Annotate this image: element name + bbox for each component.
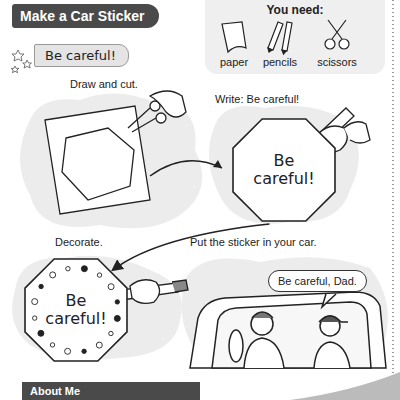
- doodle: [38, 330, 44, 336]
- stars: [11, 50, 31, 73]
- supply-label: pencils: [263, 56, 297, 68]
- node-text: Make a Car Sticker: [20, 8, 145, 24]
- clouds: [12, 94, 388, 369]
- doodle: [115, 300, 119, 304]
- perforation: [392, 0, 394, 375]
- doodle: [32, 299, 38, 305]
- node-text: Be careful!: [45, 48, 116, 63]
- instruction-text: Draw and cut.: [70, 78, 138, 90]
- node-text: You need:: [205, 0, 385, 17]
- octagon-shape: [233, 119, 335, 221]
- doodle: [109, 331, 113, 335]
- decorated-sticker: Be careful!: [24, 258, 128, 362]
- doodle: [50, 343, 54, 347]
- doodle: [39, 284, 43, 288]
- step-arrow: [150, 161, 222, 176]
- arrow-head: [213, 160, 222, 168]
- doodle: [82, 349, 86, 353]
- instruction-text: Decorate.: [55, 236, 103, 248]
- title-banner: Make a Car Sticker: [12, 4, 159, 28]
- sticker-octagon: Be careful!: [232, 118, 336, 222]
- page-curl: [290, 372, 400, 400]
- doodle: [108, 284, 114, 290]
- doodle: [66, 267, 70, 271]
- speech-bubble: Be careful, Dad.: [268, 270, 367, 292]
- doodle: [114, 315, 120, 321]
- car: [190, 292, 386, 368]
- doodle: [97, 273, 101, 277]
- octagon-shape: [25, 259, 127, 361]
- instruction-text: Put the sticker in your car.: [190, 236, 317, 248]
- doodle: [65, 348, 71, 354]
- subtitle-banner: Be careful!: [34, 44, 129, 67]
- section-bar: About Me: [22, 382, 200, 400]
- doodle: [33, 316, 37, 320]
- doodle: [50, 272, 56, 278]
- doodle: [81, 266, 87, 272]
- node-text: Be careful!: [44, 292, 108, 329]
- supply-label: paper: [220, 56, 248, 68]
- instruction-text: Write: Be careful!: [215, 93, 299, 105]
- doodle: [96, 342, 102, 348]
- node-text: Be careful!: [252, 152, 316, 189]
- node-text: Be careful, Dad.: [278, 275, 357, 287]
- supply-label: scissors: [317, 56, 357, 68]
- node-text: About Me: [30, 385, 192, 397]
- paper-cutting: [45, 91, 186, 214]
